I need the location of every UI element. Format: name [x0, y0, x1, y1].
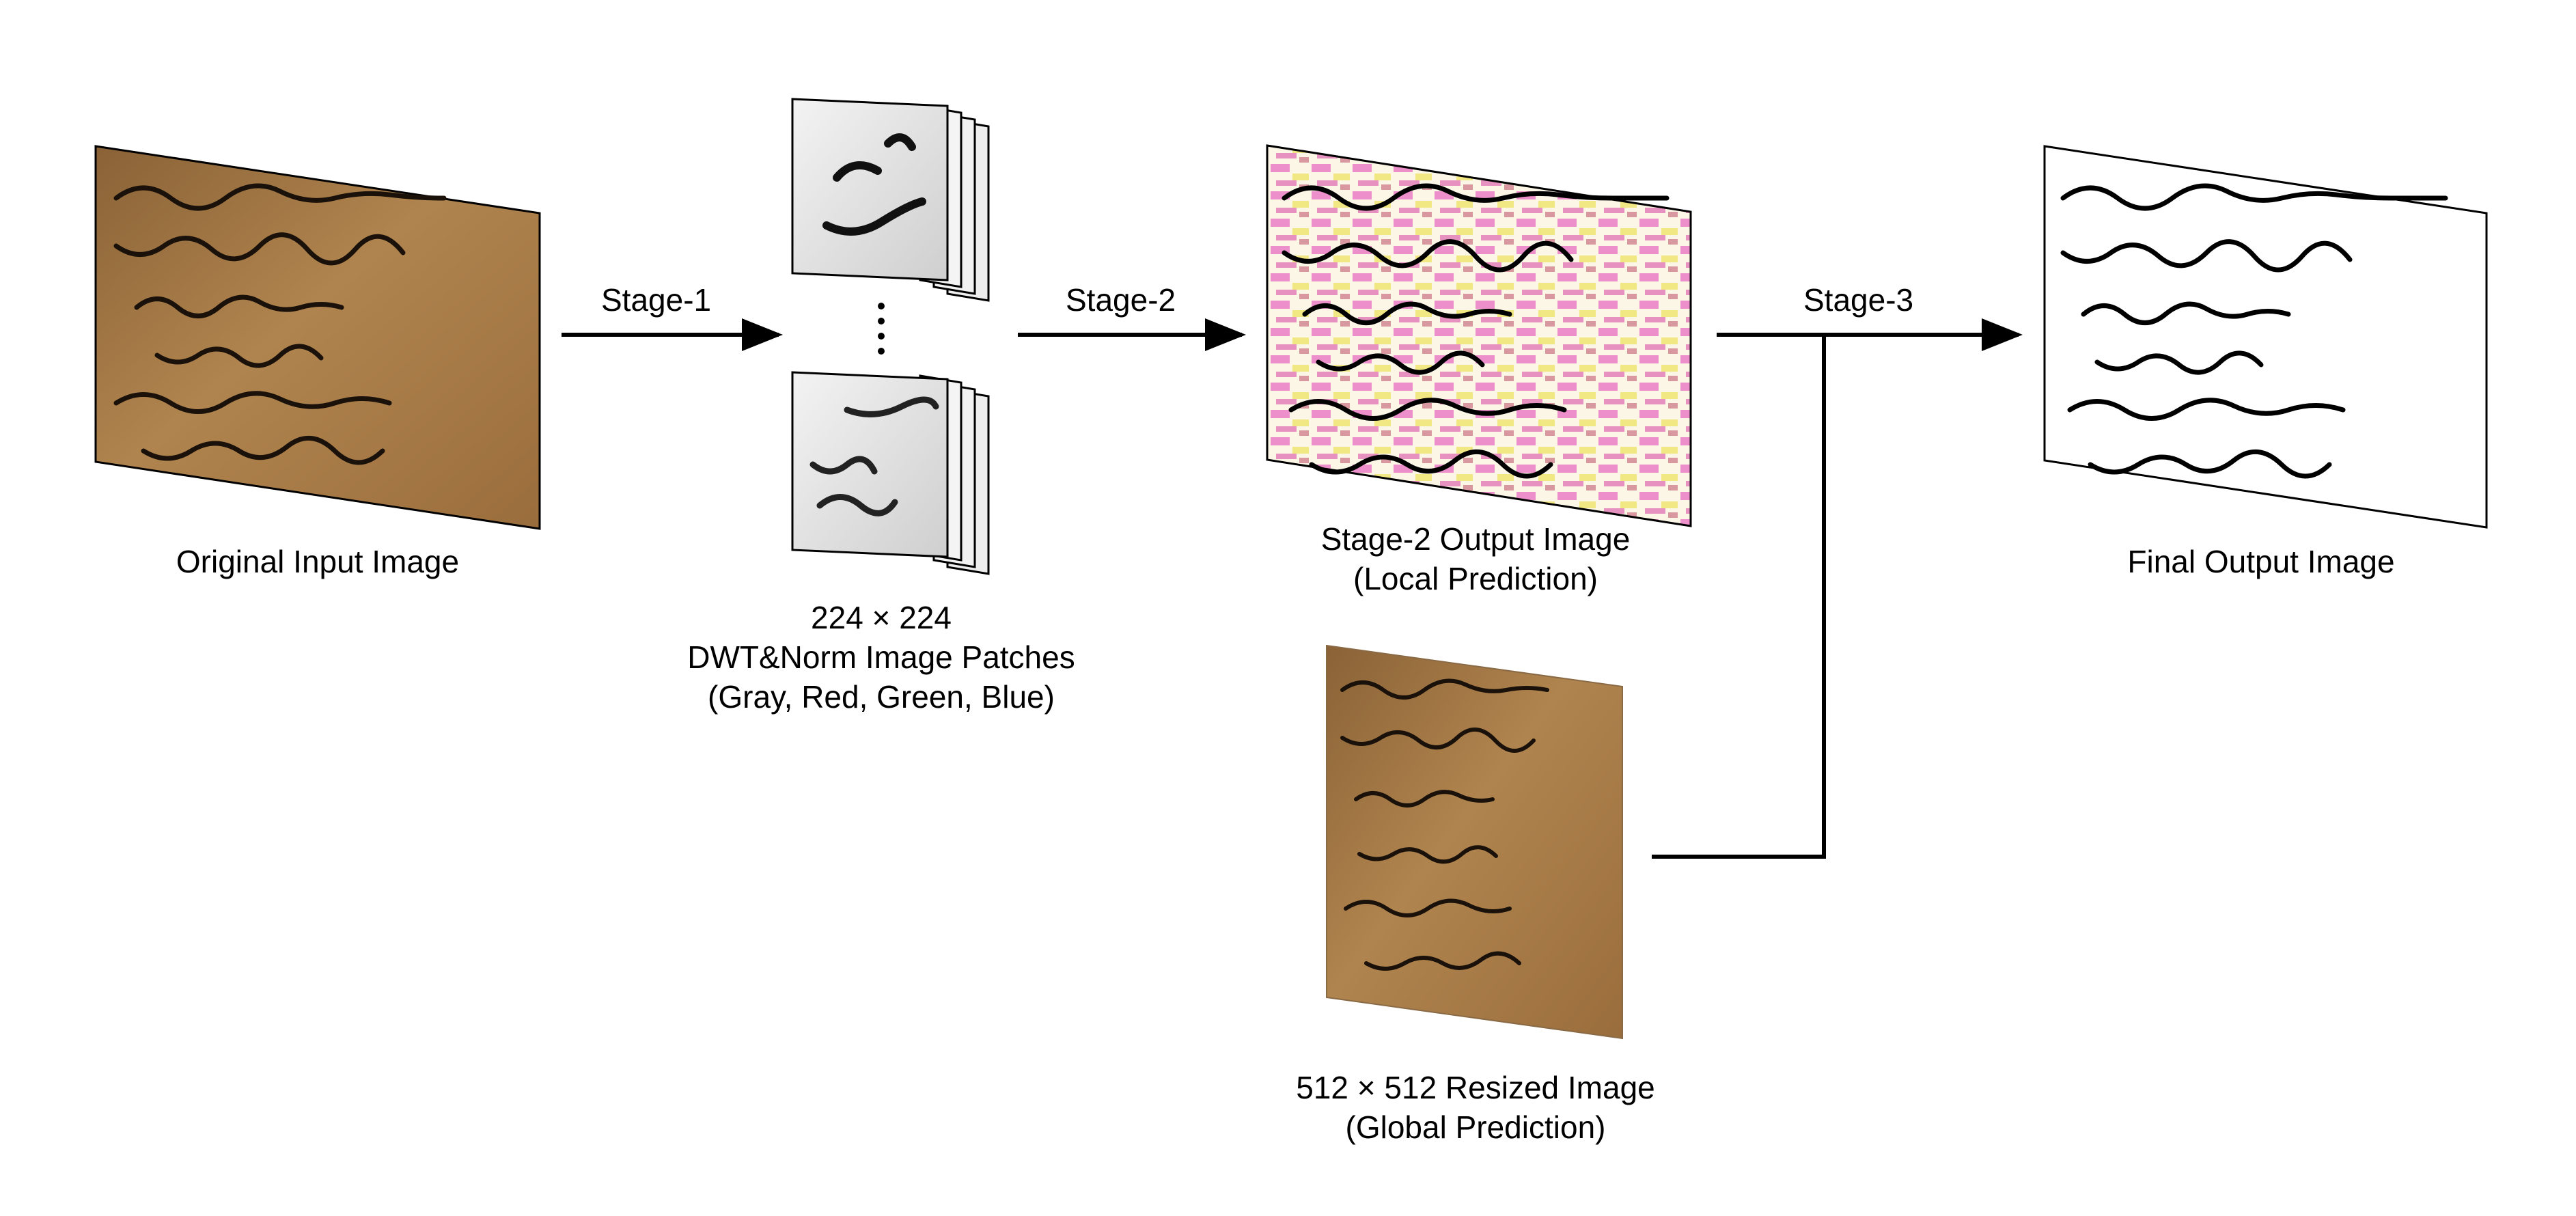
- stage3-label: Stage-3: [1803, 282, 1914, 318]
- resized-caption-title: 512 × 512 Resized Image: [1296, 1070, 1655, 1105]
- stage3-connector: [1652, 333, 1826, 859]
- final-output-image: [2043, 145, 2488, 529]
- patches-caption-channels: (Gray, Red, Green, Blue): [708, 679, 1055, 715]
- stage2-output-image: [1266, 144, 1692, 527]
- ellipsis-dots: [878, 303, 885, 355]
- handwriting-strokes-input: [113, 183, 447, 465]
- stage1-label: Stage-1: [601, 282, 712, 318]
- input-caption: Original Input Image: [176, 544, 460, 579]
- handwriting-strokes-final: [2060, 183, 2448, 479]
- stage2-caption-title: Stage-2 Output Image: [1320, 521, 1631, 557]
- patches-caption-size: 224 × 224: [811, 600, 952, 635]
- handwriting-strokes-resized: [1340, 678, 1549, 971]
- resized-caption-note: (Global Prediction): [1345, 1109, 1606, 1145]
- resized-input-image: [1326, 644, 1623, 1040]
- stage2-caption-note: (Local Prediction): [1353, 561, 1598, 596]
- original-input-image: [94, 145, 541, 530]
- stage2-label: Stage-2: [1066, 282, 1176, 318]
- patch-stack-top: [791, 98, 990, 302]
- patch-stack-bottom: [791, 371, 990, 575]
- patches-caption-title: DWT&Norm Image Patches: [687, 639, 1075, 675]
- handwriting-strokes-stage2: [1282, 183, 1670, 479]
- final-caption: Final Output Image: [2127, 544, 2395, 579]
